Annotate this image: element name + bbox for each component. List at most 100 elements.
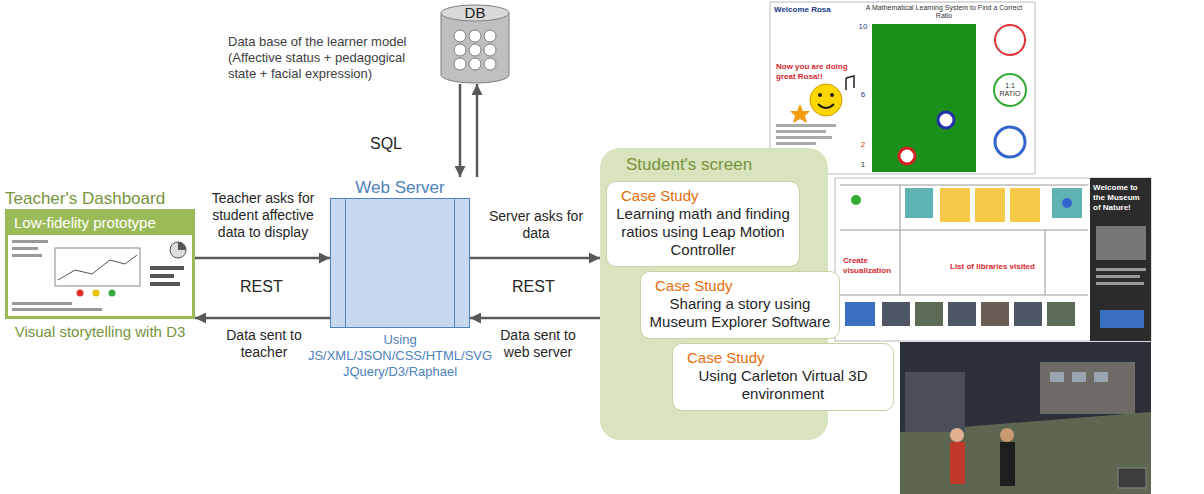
avatar-head xyxy=(950,428,964,442)
panel-photo xyxy=(1096,226,1146,260)
sketch-pie-slice xyxy=(178,242,186,250)
arrow-label: Data sent to teacher xyxy=(210,327,318,361)
case-body: Learning math and finding ratios using L… xyxy=(615,205,791,259)
record-dot xyxy=(484,44,496,56)
dashboard-panel: Teacher's DashboardLow-fidelity prototyp… xyxy=(5,188,195,341)
room-marker xyxy=(851,195,861,205)
control-button xyxy=(995,127,1025,157)
sketch-bar xyxy=(12,247,38,250)
avatar xyxy=(950,442,965,484)
case-heading: Case Study xyxy=(681,349,885,367)
case-study-box: Case StudyLearning math and finding rati… xyxy=(606,181,800,267)
control-button xyxy=(994,74,1026,106)
room xyxy=(905,188,933,218)
avatar-head xyxy=(1000,428,1014,442)
axis-number: 2 xyxy=(855,140,871,150)
panel-text-bar xyxy=(1096,268,1146,271)
building xyxy=(1040,362,1135,414)
sketch-dot xyxy=(77,290,84,297)
screen-text-bar xyxy=(776,136,832,139)
sketch-bar xyxy=(150,274,174,278)
hand-marker xyxy=(899,148,915,164)
smiley-face xyxy=(810,84,842,116)
protocol-label: SQL xyxy=(370,134,414,153)
node-heading: Student's screen xyxy=(600,148,828,175)
thumbnail xyxy=(1014,302,1042,326)
thumbnail xyxy=(882,302,910,326)
axis-number: 10 xyxy=(855,22,871,32)
node-heading: Teacher's Dashboard xyxy=(5,188,195,209)
flow-arrow xyxy=(470,257,600,260)
sketch-bar xyxy=(150,282,180,286)
hand-marker xyxy=(938,112,954,128)
arrow-label: Server asks for data xyxy=(482,208,590,242)
case-body: Sharing a story using Museum Explorer So… xyxy=(649,295,831,331)
screen-text: A Mathematical Learning System to Find a… xyxy=(858,4,1030,20)
record-dot xyxy=(454,58,466,70)
node-title: DB xyxy=(440,4,510,21)
database-cylinder: DB xyxy=(440,4,510,84)
cylinder-body xyxy=(441,13,509,83)
case-heading: Case Study xyxy=(649,277,831,295)
room xyxy=(1010,188,1040,222)
case-heading: Case Study xyxy=(615,187,791,205)
sketch-chart xyxy=(55,248,140,286)
axis-number: 6 xyxy=(855,90,871,100)
node-caption: Using JS/XML/JSON/CSS/HTML/SVG JQuery/D3… xyxy=(300,332,500,380)
record-dot xyxy=(469,58,481,70)
sketch-bar xyxy=(150,266,184,270)
room xyxy=(940,188,970,222)
app-screenshot xyxy=(835,178,1151,341)
screen-text-bar xyxy=(776,130,826,133)
panel-text-bar xyxy=(1096,275,1140,278)
control-button xyxy=(995,25,1025,55)
sketch-line xyxy=(58,255,137,280)
node-caption: Visual storytelling with D3 xyxy=(5,323,195,341)
frame-title: Low-fidelity prototype xyxy=(8,212,192,235)
record-dot xyxy=(484,30,496,42)
window xyxy=(1072,372,1086,382)
screen-text: Now you are doing great Rosa!! xyxy=(776,62,864,82)
smiley-mouth xyxy=(818,104,834,108)
sketch-pie xyxy=(170,242,186,258)
window xyxy=(1050,372,1064,382)
arrow-label: Data sent to web server xyxy=(490,327,586,361)
screen-text-bar xyxy=(776,142,816,145)
thumbnail xyxy=(981,302,1009,326)
virtual-world xyxy=(900,342,1151,494)
minimap xyxy=(1118,468,1146,488)
room xyxy=(975,188,1005,222)
smiley-eye xyxy=(818,93,822,97)
web-server-box: Web ServerUsing JS/XML/JSON/CSS/HTML/SVG… xyxy=(330,177,470,380)
button-text: 1:1 RATIO xyxy=(994,82,1026,98)
student-screen-region: Student's screenCase StudyLearning math … xyxy=(600,148,828,440)
axis-number: 1 xyxy=(855,160,871,170)
protocol-label: REST xyxy=(512,277,562,296)
button xyxy=(845,302,875,326)
smiley-eye xyxy=(830,93,834,97)
play-area xyxy=(872,24,976,172)
sketch-ground xyxy=(8,236,192,316)
record-dot xyxy=(469,44,481,56)
avatar xyxy=(1000,442,1015,486)
dashboard-frame: Low-fidelity prototype xyxy=(5,209,195,319)
sketch-bar xyxy=(12,308,102,311)
flow-arrow xyxy=(476,84,479,177)
info-panel xyxy=(1090,178,1151,341)
case-study-box: Case StudyUsing Carleton Virtual 3D envi… xyxy=(672,343,894,411)
flow-arrow xyxy=(195,317,330,320)
flow-arrow xyxy=(459,84,462,177)
server-frame xyxy=(330,198,470,328)
building xyxy=(905,372,965,432)
room-marker xyxy=(1062,198,1072,208)
thumbnail xyxy=(948,302,976,326)
protocol-label: REST xyxy=(240,277,290,296)
room xyxy=(1052,188,1082,218)
screen-text: Welcome Rosa xyxy=(774,5,854,15)
screen-text: Welcome to the Museum of Nature! xyxy=(1093,183,1149,213)
sketch-dot xyxy=(109,290,116,297)
sketch-bar xyxy=(12,240,48,243)
sketch-bar xyxy=(12,302,72,305)
sketch-bar xyxy=(12,254,42,257)
node-heading: Web Server xyxy=(330,177,470,198)
